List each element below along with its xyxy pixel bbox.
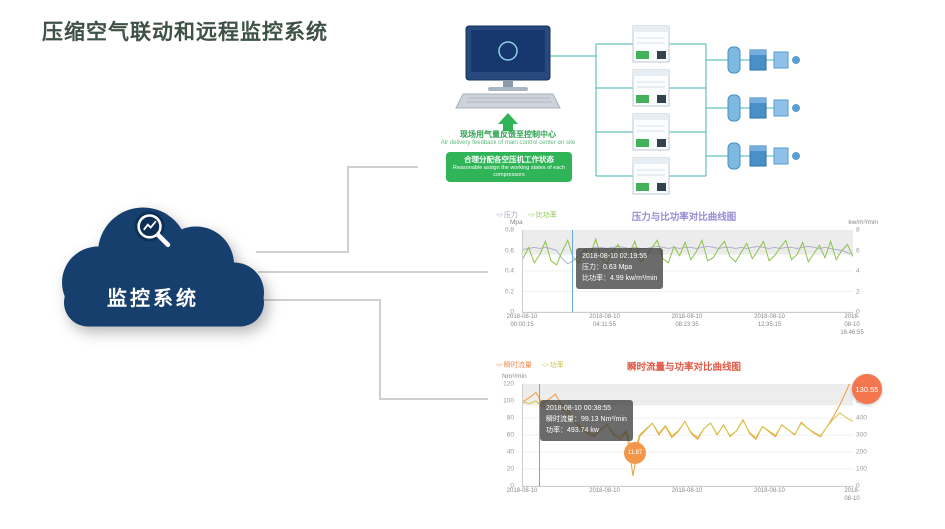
air-treatment-row bbox=[727, 142, 800, 170]
min-value-dot: 11.87 bbox=[624, 442, 646, 464]
magnifier-trend-icon bbox=[134, 211, 171, 248]
legend-item-flow[interactable]: 瞬时流量 bbox=[496, 360, 532, 370]
compressor-unit bbox=[632, 113, 670, 151]
legend-label: 功率 bbox=[549, 362, 564, 369]
chart1-tooltip: 2018-08-10 02:19:55 压力：0.63 Mpa 比功率：4.99… bbox=[576, 248, 664, 289]
legend-label: 瞬时流量 bbox=[503, 362, 532, 369]
legend-item-pressure[interactable]: 压力 bbox=[496, 210, 518, 220]
legend-item-power[interactable]: 功率 bbox=[542, 360, 564, 370]
tooltip-timestamp: 2018-08-10 00:38:55 bbox=[546, 405, 611, 412]
compressor-unit bbox=[632, 69, 670, 107]
feedback-caption-en: Air delivery feedback of main control ce… bbox=[440, 140, 576, 146]
assign-callout-cn: 合理分配各空压机工作状态 bbox=[464, 155, 554, 164]
chart1-legend: 压力 比功率 bbox=[496, 210, 557, 220]
monitoring-cloud: 监控系统 bbox=[38, 188, 268, 353]
legend-marker-icon bbox=[528, 212, 534, 219]
legend-marker-icon bbox=[542, 362, 548, 369]
chart1-plot-area[interactable] bbox=[522, 230, 853, 313]
up-arrow-icon bbox=[498, 113, 518, 131]
feedback-caption-cn: 现场用气量反馈至控制中心 bbox=[460, 130, 556, 139]
tooltip-line: 压力：0.63 Mpa bbox=[582, 263, 633, 271]
compressor-unit bbox=[632, 25, 670, 63]
air-treatment-row bbox=[727, 94, 800, 122]
system-diagram: 现场用气量反馈至控制中心 Air delivery feedback of ma… bbox=[418, 20, 818, 212]
assign-callout: 合理分配各空压机工作状态 Reasonable assign the worki… bbox=[446, 152, 572, 183]
cloud-label: 监控系统 bbox=[107, 288, 199, 310]
chart2-tooltip: 2018-08-10 00:38:55 瞬时流量：99.13 Nm³/min 功… bbox=[540, 400, 633, 441]
tooltip-line: 比功率：4.99 kw/m³/min bbox=[582, 274, 658, 282]
feedback-caption: 现场用气量反馈至控制中心 Air delivery feedback of ma… bbox=[426, 130, 590, 148]
chart1-left-axis-unit: Mpa bbox=[510, 219, 523, 226]
page-title: 压缩空气联动和远程监控系统 bbox=[42, 21, 328, 44]
tooltip-line: 瞬时流量：99.13 Nm³/min bbox=[546, 415, 627, 423]
air-treatment-row bbox=[727, 46, 800, 74]
chart2-left-axis-unit: Nm³/min bbox=[502, 373, 527, 380]
network-lines bbox=[550, 43, 774, 177]
flow-power-chart: 瞬时流量 功率 瞬时流量与功率对比曲线图 Nm³/min 12010080604… bbox=[488, 356, 882, 529]
tooltip-timestamp: 2018-08-10 02:19:55 bbox=[582, 253, 647, 260]
chart2-legend: 瞬时流量 功率 bbox=[496, 360, 564, 370]
max-value-badge: 130.55 bbox=[852, 374, 882, 404]
assign-callout-en: Reasonable assign the working states of … bbox=[452, 164, 566, 178]
tooltip-line: 功率：493.74 kw bbox=[546, 426, 599, 434]
legend-label: 压力 bbox=[503, 212, 518, 219]
chart2-title: 瞬时流量与功率对比曲线图 bbox=[626, 362, 741, 373]
compressor-unit bbox=[632, 157, 670, 195]
legend-label: 比功率 bbox=[535, 212, 557, 219]
control-computer-icon bbox=[455, 25, 561, 109]
compressor-units bbox=[632, 25, 670, 195]
legend-marker-icon bbox=[496, 212, 502, 219]
legend-item-specific-power[interactable]: 比功率 bbox=[528, 210, 557, 220]
pressure-power-chart: 压力 比功率 压力与比功率对比曲线图 Mpa kw/m³/min 0.80.60… bbox=[488, 206, 880, 338]
system-diagram-graphic bbox=[455, 25, 800, 195]
chart1-right-axis-unit: kw/m³/min bbox=[848, 219, 878, 226]
cloud-shape bbox=[62, 207, 264, 327]
chart1-title: 压力与比功率对比曲线图 bbox=[631, 212, 737, 223]
air-treatment-units bbox=[727, 46, 800, 170]
legend-marker-icon bbox=[496, 362, 502, 369]
